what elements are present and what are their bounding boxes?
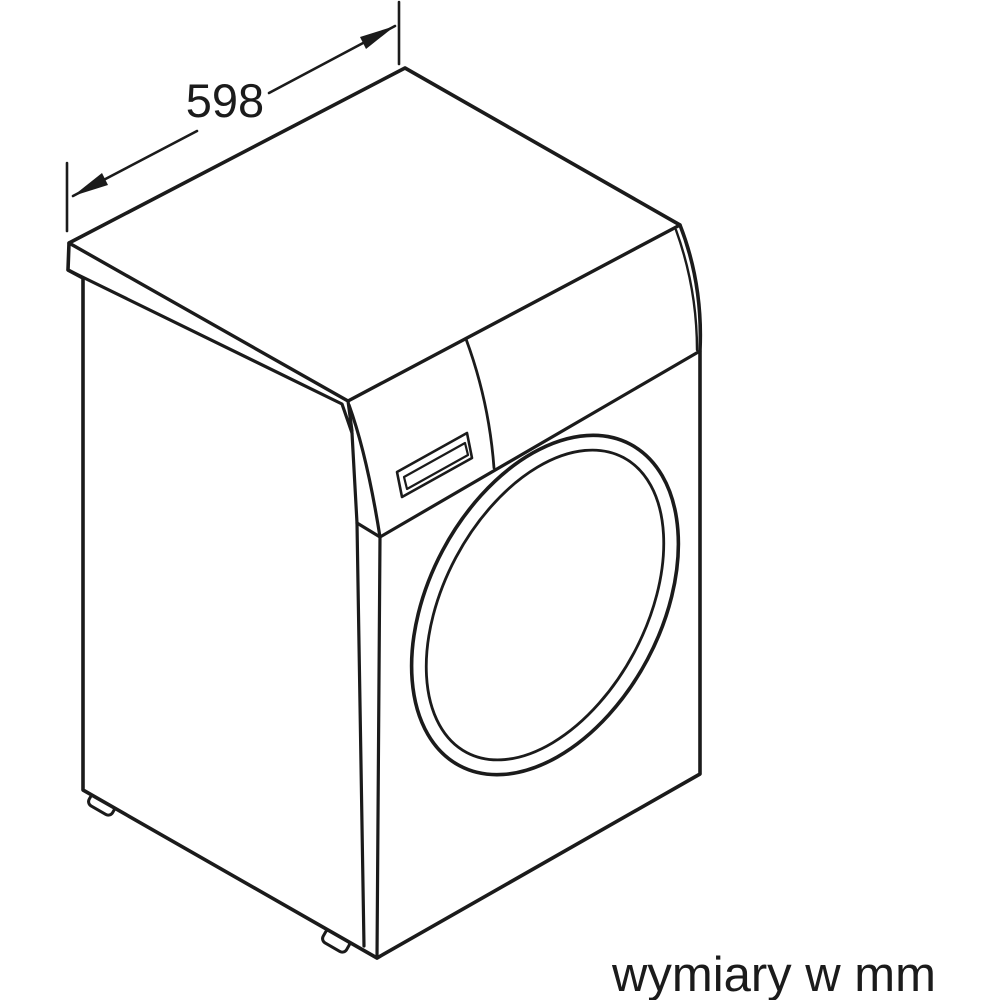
door-inner-ring <box>424 448 666 762</box>
dimension-arrowhead-right <box>360 26 395 49</box>
front-left-chamfer-right-line <box>375 535 382 960</box>
front-left-chamfer-curve <box>347 403 382 539</box>
drawer-handle-inner <box>402 441 470 491</box>
detergent-drawer-curve <box>464 337 496 470</box>
washer-silhouette <box>66 66 703 960</box>
control-panel-top-edge <box>346 223 682 403</box>
washing-machine-drawing <box>66 66 703 960</box>
front-left-chamfer-connector <box>355 521 382 539</box>
dimension-598 <box>65 0 401 233</box>
units-note: wymiary w mm <box>611 948 936 1000</box>
top-face-front-left-edge <box>67 241 350 403</box>
control-panel-bottom-seam <box>378 349 702 539</box>
dimension-arrowhead-left <box>73 173 108 196</box>
door-outer-ring <box>409 433 681 777</box>
drawer-handle-recess <box>395 431 474 499</box>
dimension-label: 598 <box>186 74 264 127</box>
panel-right-cap-inner-curve <box>674 228 699 352</box>
door-porthole <box>409 433 681 777</box>
